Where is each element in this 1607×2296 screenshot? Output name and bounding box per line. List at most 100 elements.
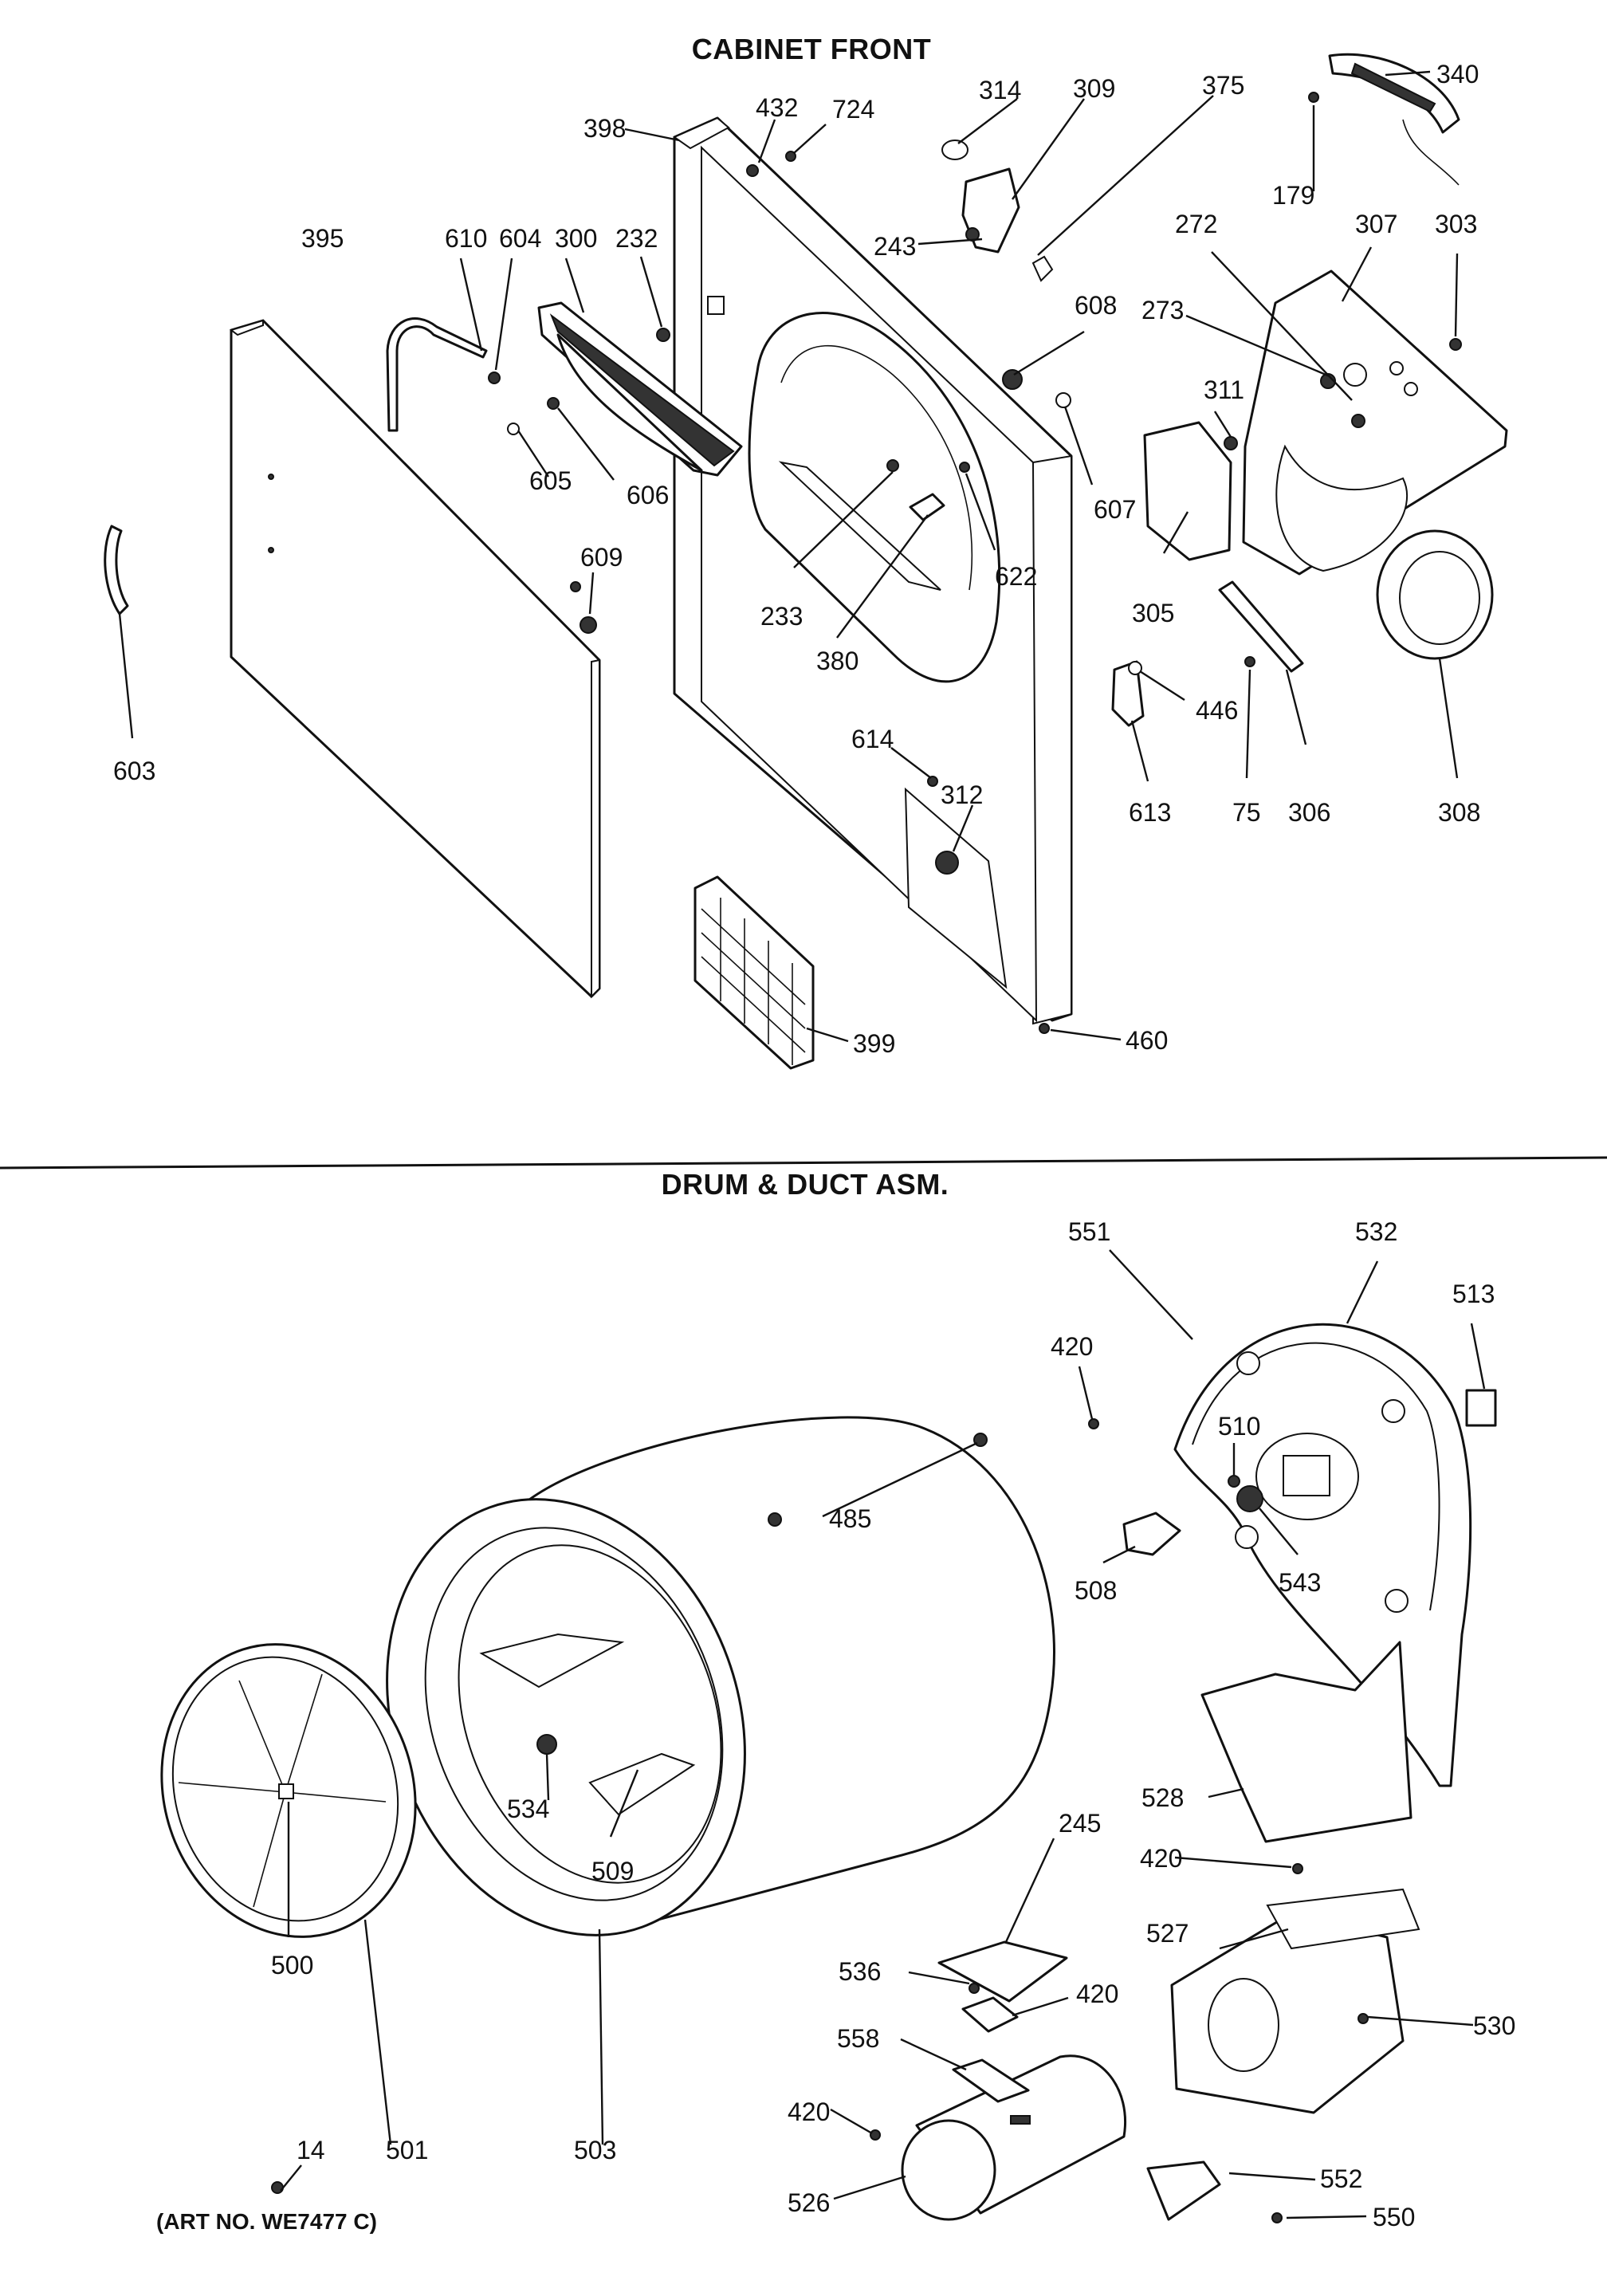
filter-housing-300: [537, 301, 743, 477]
callout-245: 245: [1059, 1809, 1101, 1838]
bracket-558: [952, 2058, 1030, 2103]
callout-399: 399: [853, 1029, 895, 1058]
callout-307: 307: [1355, 210, 1397, 238]
callout-603: 603: [113, 757, 155, 785]
callout-273: 273: [1141, 296, 1184, 324]
callout-485: 485: [829, 1504, 871, 1533]
callout-609: 609: [580, 543, 623, 572]
filter-grille-399: [693, 875, 815, 1070]
callout-610: 610: [445, 224, 487, 253]
callout-536: 536: [839, 1957, 881, 1986]
drum-duct-parts: [160, 1323, 1497, 2223]
callout-420d: 420: [788, 2097, 830, 2126]
callout-303: 303: [1435, 210, 1477, 238]
callout-608: 608: [1075, 291, 1117, 320]
callout-398: 398: [583, 114, 626, 143]
control-panel-307: [1242, 269, 1508, 576]
heater-526: [901, 2054, 1126, 2221]
door-handle-603: [104, 525, 129, 615]
callout-607: 607: [1094, 495, 1136, 524]
duct-housing-527: [1170, 1888, 1420, 2114]
callout-530: 420: [1076, 1980, 1118, 2008]
duct-528: [1200, 1641, 1413, 1843]
callout-460: 460: [1126, 1026, 1168, 1055]
callout-432: 432: [756, 93, 798, 122]
callout-309: 309: [1073, 74, 1115, 103]
callouts-cabinet-front: 340 314 309 375 432 724 398 179 303 307 …: [113, 60, 1480, 1058]
callout-312: 312: [941, 780, 983, 809]
callout-526: 526: [788, 2188, 830, 2217]
callout-leaders: [118, 70, 1486, 2219]
callout-534: 534: [507, 1795, 549, 1823]
component-552: [1146, 2160, 1221, 2221]
callout-614: 614: [851, 725, 894, 753]
callout-605: 605: [529, 466, 572, 495]
callout-420c: 530: [1473, 2011, 1515, 2040]
callout-380: 380: [816, 647, 859, 675]
callout-395: 395: [301, 224, 344, 253]
section-title-cabinet-front: CABINET FRONT: [692, 33, 931, 65]
callout-527: 527: [1146, 1919, 1189, 1948]
callout-500: 500: [271, 1951, 313, 1980]
callout-243: 243: [874, 232, 916, 261]
callout-508: 508: [1075, 1576, 1117, 1605]
callout-375: 375: [1202, 71, 1244, 100]
callout-503: 503: [574, 2136, 616, 2164]
callout-446: 446: [1196, 696, 1238, 725]
section-divider: [0, 1156, 1607, 1170]
callout-509: 509: [591, 1857, 634, 1885]
hinge-rod-610: [386, 317, 488, 432]
callout-232: 232: [615, 224, 658, 253]
callout-724: 724: [832, 95, 874, 124]
callout-233: 233: [760, 602, 803, 631]
callouts-drum-duct: 551 532 513 420 510 485 543 508 528 534 …: [271, 1217, 1515, 2231]
callout-14: 14: [297, 2136, 325, 2164]
callout-528: 528: [1141, 1783, 1184, 1812]
callout-179: 179: [1272, 181, 1314, 210]
plate-245: [937, 1940, 1068, 2003]
component-543: [1236, 1485, 1263, 1512]
callout-558: 558: [837, 2024, 879, 2053]
front-panel-395: [229, 319, 601, 999]
callout-622: 622: [995, 562, 1037, 591]
switch-375: [1031, 255, 1054, 282]
callout-308: 308: [1438, 798, 1480, 827]
bracket-306: [1218, 580, 1304, 673]
callout-510: 510: [1218, 1412, 1260, 1441]
callout-340: 340: [1436, 60, 1479, 88]
callout-305: 305: [1132, 599, 1174, 627]
thermostat-530: [961, 1996, 1019, 2033]
cabinet-front-parts: [104, 53, 1508, 1070]
light-assembly-340: [1328, 53, 1460, 186]
callout-75: 75: [1232, 798, 1261, 827]
callout-513: 513: [1452, 1280, 1495, 1308]
callout-420b: 420: [1140, 1844, 1182, 1873]
cabinet-hardware: [488, 92, 1462, 1034]
callout-272: 272: [1175, 210, 1217, 238]
actuator-314: [941, 140, 969, 160]
callout-613: 613: [1129, 798, 1171, 827]
seal-308: [1376, 529, 1494, 660]
callout-543: 543: [1279, 1568, 1321, 1597]
cabinet-front-398: [672, 116, 1073, 1025]
callout-501: 501: [386, 2136, 428, 2164]
callout-550: 550: [1373, 2203, 1415, 2231]
section-title-drum-duct: DRUM & DUCT ASM.: [662, 1168, 949, 1201]
art-number: (ART NO. WE7477 C): [156, 2209, 377, 2234]
box-305: [1143, 421, 1232, 561]
callout-532: 532: [1355, 1217, 1397, 1246]
drum-seal-501: [160, 1643, 417, 1938]
callout-604: 604: [499, 224, 541, 253]
callout-311: 311: [1204, 375, 1244, 404]
callout-551: 551: [1068, 1217, 1110, 1246]
callout-314: 314: [979, 76, 1021, 104]
callout-552: 552: [1320, 2164, 1362, 2193]
component-508: [1122, 1512, 1181, 1556]
callout-306: 306: [1288, 798, 1330, 827]
callout-606: 606: [627, 481, 669, 509]
component-513: [1465, 1389, 1497, 1427]
callout-300: 300: [555, 224, 597, 253]
drum-503: [386, 1416, 1055, 1936]
callout-420: 420: [1051, 1332, 1093, 1361]
